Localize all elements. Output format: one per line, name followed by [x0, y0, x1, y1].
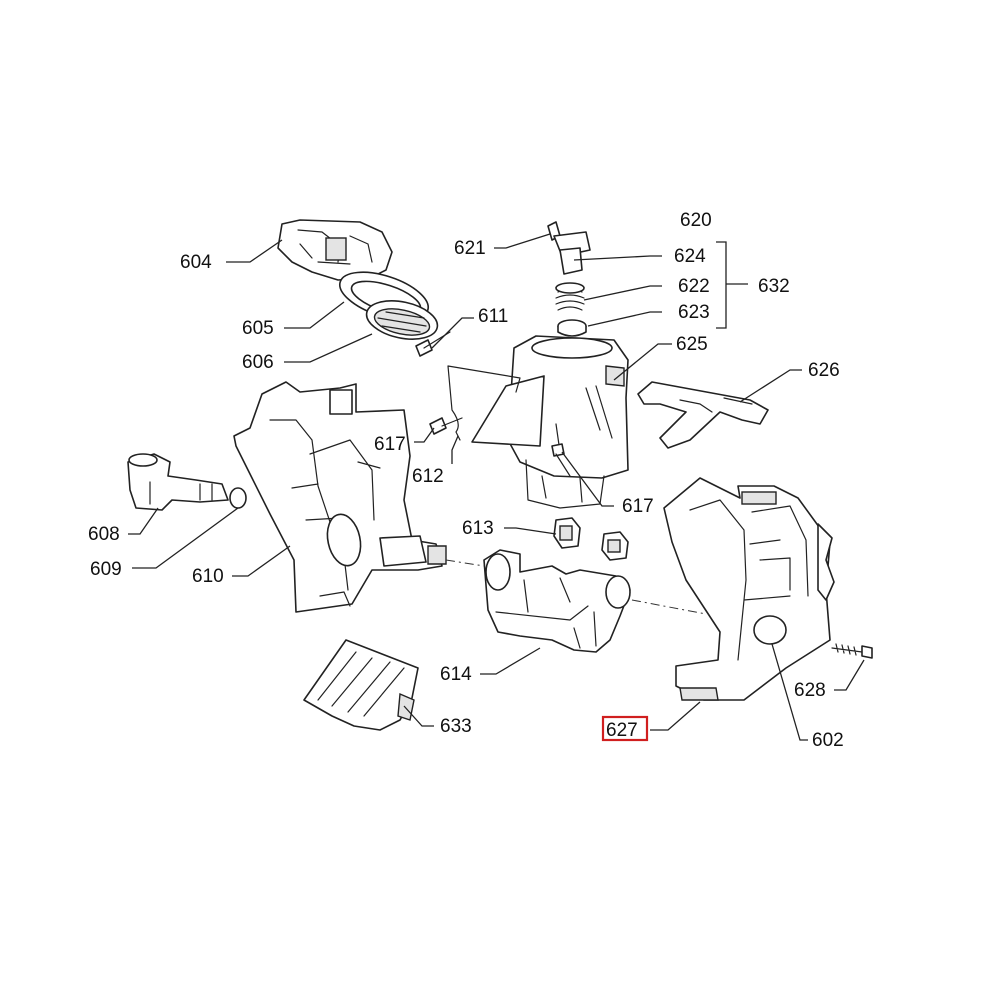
leader-606	[284, 333, 373, 363]
label-614: 614	[440, 664, 472, 685]
assembly-axis-upper	[445, 559, 485, 567]
label-626: 626	[808, 360, 840, 381]
leader-610	[232, 545, 291, 577]
label-633: 633	[440, 716, 472, 737]
label-617-left: 617	[374, 434, 406, 455]
label-617-right: 617	[622, 496, 654, 517]
part-608-valve-fitting[interactable]	[127, 453, 229, 511]
leader-625	[613, 343, 672, 381]
part-602-right-frame[interactable]	[663, 477, 835, 701]
leader-614	[480, 647, 541, 675]
label-609: 609	[90, 559, 122, 580]
part-613-slide-blocks[interactable]	[553, 517, 629, 561]
label-632: 632	[758, 276, 790, 297]
part-626-lever[interactable]	[637, 381, 769, 449]
part-614-slide-carrier[interactable]	[483, 549, 631, 653]
label-612: 612	[412, 466, 444, 487]
label-627-highlight-box	[601, 715, 649, 742]
label-627: 627	[606, 720, 638, 741]
leader-604	[226, 239, 283, 263]
label-611: 611	[478, 306, 508, 327]
label-622: 622	[678, 276, 710, 297]
leader-617-left	[414, 427, 435, 443]
leader-609	[132, 507, 239, 569]
leader-622	[583, 285, 662, 301]
leader-613	[504, 527, 557, 535]
label-608: 608	[88, 524, 120, 545]
label-624: 624	[674, 246, 706, 267]
leader-626	[739, 369, 802, 403]
part-633-grid-plate[interactable]	[303, 639, 419, 731]
part-610-left-frame[interactable]	[233, 381, 447, 613]
label-613: 613	[462, 518, 494, 539]
leader-605	[284, 301, 345, 329]
leader-621	[494, 233, 551, 249]
label-604: 604	[180, 252, 212, 273]
label-610: 610	[192, 566, 224, 587]
label-602: 602	[812, 730, 844, 751]
leader-628	[834, 659, 865, 691]
label-628: 628	[794, 680, 826, 701]
part-623-seal[interactable]	[557, 319, 587, 337]
part-617-screw-left[interactable]	[429, 417, 463, 435]
leader-602	[771, 643, 808, 741]
leader-633	[403, 705, 434, 727]
part-604-top-housing[interactable]	[277, 219, 393, 281]
leader-611	[431, 317, 474, 349]
label-625: 625	[676, 334, 708, 355]
part-622-spring[interactable]	[555, 282, 585, 311]
part-611-screw[interactable]	[415, 331, 451, 357]
label-605: 605	[242, 318, 274, 339]
part-606-filter-sieve[interactable]	[363, 295, 441, 345]
part-612-wire-clip[interactable]	[447, 365, 521, 441]
leader-612	[451, 435, 459, 464]
label-623: 623	[678, 302, 710, 323]
label-620: 620	[680, 210, 712, 231]
leader-627-highlight	[650, 701, 701, 731]
bracket-632	[716, 241, 748, 329]
part-609-o-ring[interactable]	[229, 487, 247, 509]
part-625-brew-chamber[interactable]	[471, 335, 629, 509]
part-627-frame-insert[interactable]	[679, 687, 719, 701]
leader-617-right	[561, 451, 614, 507]
leader-623	[587, 311, 662, 327]
leader-624	[573, 255, 662, 261]
leader-608	[128, 507, 159, 535]
assembly-axis-lower	[631, 599, 707, 615]
label-621: 621	[454, 238, 486, 259]
label-606: 606	[242, 352, 274, 373]
part-628-long-screw[interactable]	[831, 643, 873, 659]
part-621-piston-rod[interactable]	[547, 221, 591, 275]
